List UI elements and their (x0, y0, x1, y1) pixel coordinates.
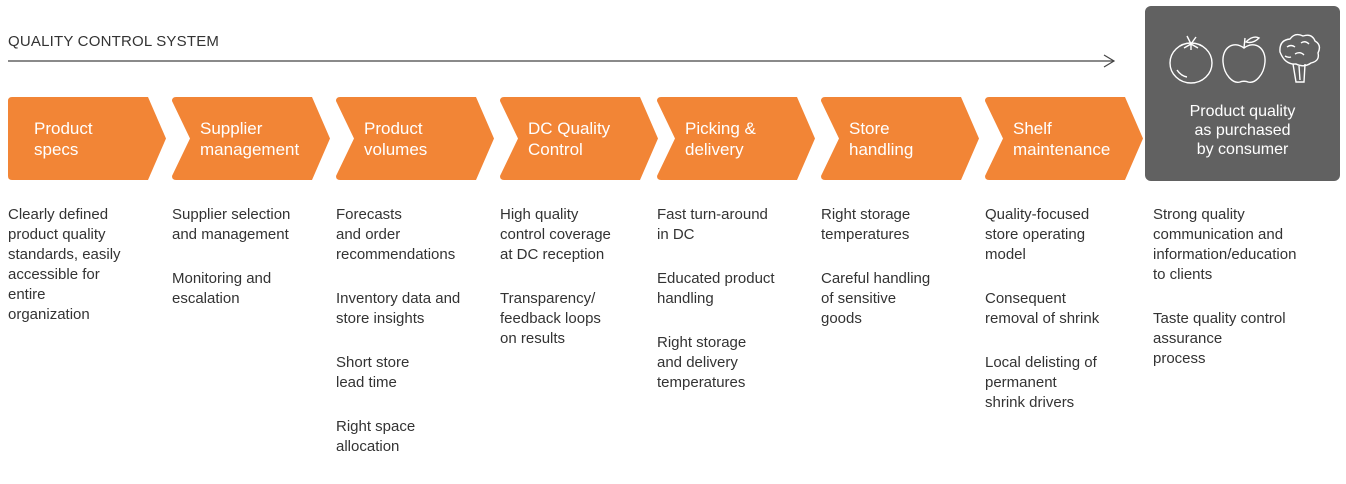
detail-text: Careful handling of sensitive goods (821, 270, 931, 327)
step-label: Product volumes (364, 119, 428, 159)
step-label: DC Quality Control (528, 119, 611, 159)
step-details: High quality control coverage at DC rece… (500, 205, 658, 373)
outcome-details: Strong quality communication and informa… (1153, 205, 1341, 393)
tomato-icon (1169, 35, 1213, 84)
process-step: Store handling (821, 97, 989, 180)
process-step: Product volumes (336, 97, 504, 180)
detail-text: Forecasts and order recommendations (336, 206, 456, 263)
step-label: Product specs (34, 119, 93, 159)
detail-text: High quality control coverage at DC rece… (500, 206, 611, 263)
process-step: Shelf maintenance (985, 97, 1153, 180)
detail-text: Consequent removal of shrink (985, 290, 1100, 327)
outcome-label: Product quality as purchased by consumer (1189, 103, 1296, 158)
process-step: Picking & delivery (657, 97, 825, 180)
detail-text: Right storage and delivery temperatures (657, 334, 747, 391)
outcome-panel: Product quality as purchased by consumer (1145, 6, 1340, 181)
detail-text: Right space allocation (336, 418, 416, 455)
detail-text: Local delisting of permanent shrink driv… (985, 354, 1097, 411)
detail-text: Monitoring and escalation (172, 270, 272, 307)
step-label: Store handling (849, 119, 914, 159)
detail-text: Short store lead time (336, 354, 410, 391)
step-label: Shelf maintenance (1013, 119, 1111, 159)
step-label: Picking & delivery (685, 119, 756, 159)
apple-icon (1222, 36, 1266, 83)
broccoli-icon (1279, 33, 1321, 83)
detail-text: Taste quality control assurance process (1153, 310, 1286, 367)
system-title: QUALITY CONTROL SYSTEM (8, 33, 220, 50)
detail-text: Strong quality communication and informa… (1153, 206, 1297, 283)
detail-text: Educated product handling (657, 270, 775, 307)
detail-text: Inventory data and store insights (336, 290, 461, 327)
detail-text: Right storage temperatures (821, 206, 911, 243)
detail-text: Quality-focused store operating model (985, 206, 1090, 263)
process-step: DC Quality Control (500, 97, 668, 180)
detail-text: Fast turn-around in DC (657, 206, 768, 243)
process-step: Product specs (8, 97, 176, 180)
step-details: Clearly defined product quality standard… (8, 205, 166, 349)
step-details: Fast turn-around in DC Educated product h… (657, 205, 815, 417)
system-arrow (8, 54, 1116, 68)
detail-text: Transparency/ feedback loops on results (500, 290, 601, 347)
step-label: Supplier management (200, 119, 300, 159)
detail-text: Supplier selection and management (172, 206, 291, 243)
process-step: Supplier management (172, 97, 340, 180)
detail-text: Clearly defined product quality standard… (8, 206, 121, 323)
